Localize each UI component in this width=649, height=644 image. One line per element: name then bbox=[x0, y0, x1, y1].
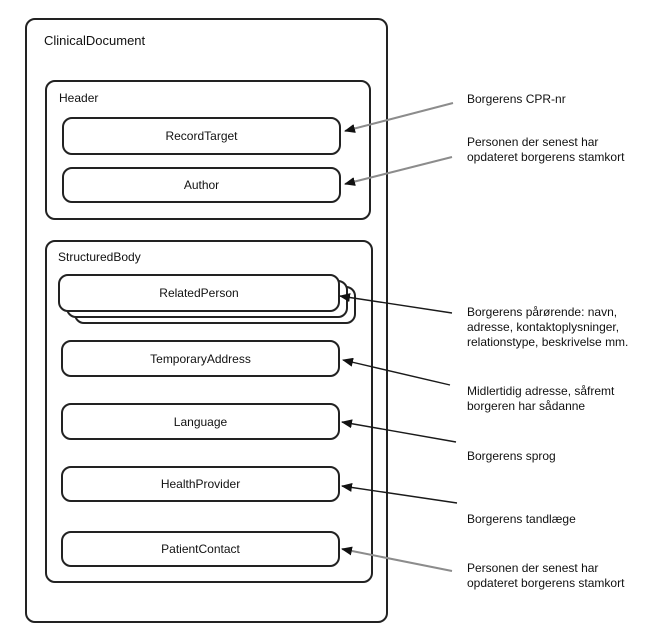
annotation-language: Borgerens sprog bbox=[467, 449, 556, 463]
patient-contact-label: PatientContact bbox=[161, 542, 240, 556]
structured-body-label: StructuredBody bbox=[58, 250, 141, 264]
author-label: Author bbox=[183, 178, 220, 192]
annotation-related-person: Borgerens pårørende: navn, adresse, kont… bbox=[467, 305, 629, 349]
temporary-address-label: TemporaryAddress bbox=[150, 351, 251, 366]
clinical-document-label: ClinicalDocument bbox=[44, 33, 146, 48]
annotation-temporary-address: Midlertidig adresse, såfremt borgeren ha… bbox=[467, 384, 615, 413]
health-provider-label: HealthProvider bbox=[160, 477, 241, 491]
author-box: Author bbox=[62, 167, 341, 203]
record-target-label: RecordTarget bbox=[165, 129, 238, 143]
header-label: Header bbox=[59, 91, 99, 105]
related-person-box: RelatedPerson bbox=[58, 274, 340, 312]
related-person-label: RelatedPerson bbox=[159, 286, 239, 300]
annotation-health-provider: Borgerens tandlæge bbox=[467, 512, 576, 526]
annotation-author: Personen der senest har opdateret borger… bbox=[467, 135, 625, 164]
record-target-box: RecordTarget bbox=[62, 117, 341, 155]
temporary-address-box: TemporaryAddress bbox=[61, 340, 340, 377]
annotation-record-target: Borgerens CPR-nr bbox=[467, 92, 566, 106]
health-provider-box: HealthProvider bbox=[61, 466, 340, 502]
language-box: Language bbox=[61, 403, 340, 440]
patient-contact-box: PatientContact bbox=[61, 531, 340, 567]
language-label: Language bbox=[173, 414, 228, 429]
annotation-patient-contact: Personen der senest har opdateret borger… bbox=[467, 561, 625, 590]
